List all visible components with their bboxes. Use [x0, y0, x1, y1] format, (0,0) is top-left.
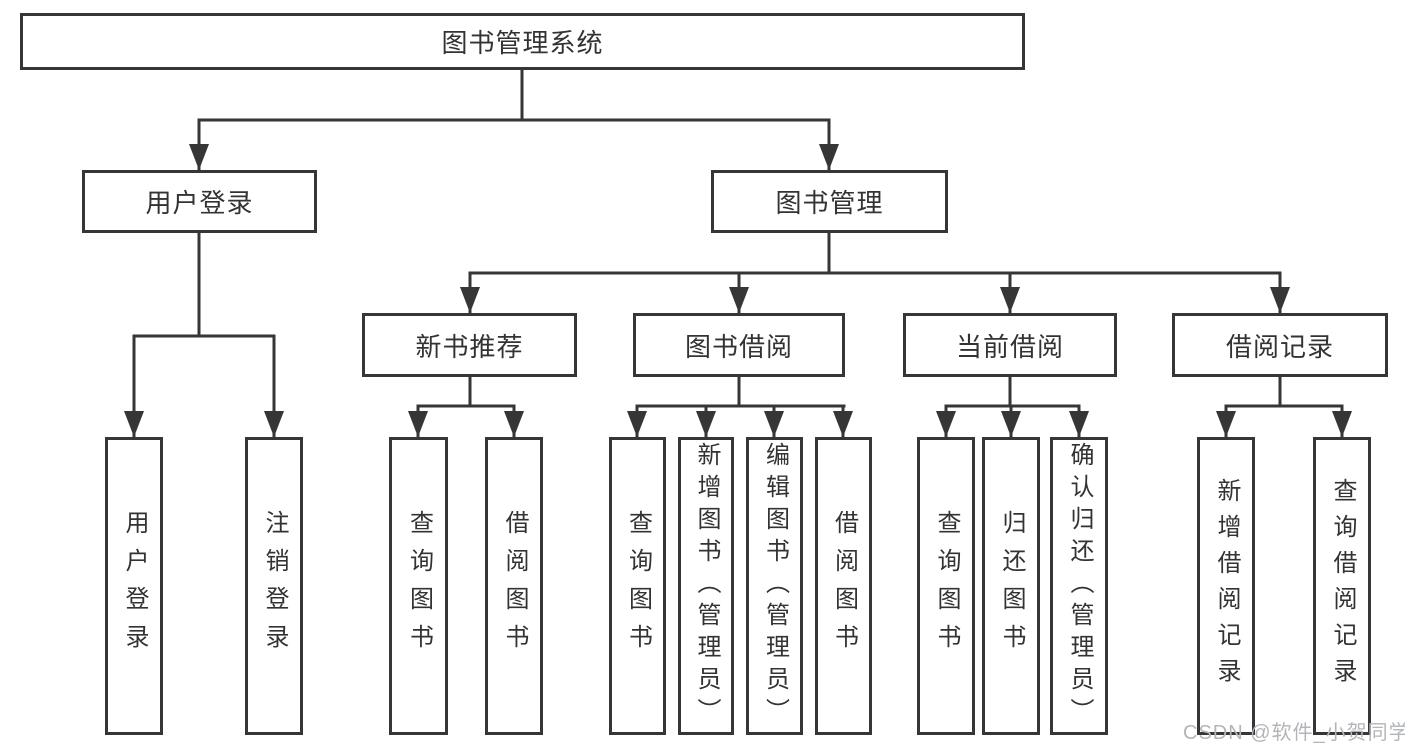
node-label: 查询图书 — [933, 510, 960, 662]
node-label: 图书管理系统 — [441, 28, 604, 58]
leaf-borrowing-edit-book-admin: 编辑图书（管理员） — [746, 437, 803, 735]
node-label: 图书借阅 — [684, 331, 793, 362]
node-label: 查询借阅记录 — [1329, 478, 1356, 694]
leaf-borrowing-borrow-book: 借阅图书 — [815, 437, 872, 735]
node-new-book-recommend: 新书推荐 — [362, 313, 577, 377]
node-label: 新增借阅记录 — [1213, 478, 1240, 694]
node-label: 借阅图书 — [830, 510, 858, 662]
leaf-borrowing-query-book: 查询图书 — [609, 437, 666, 735]
node-label: 借阅记录 — [1225, 331, 1334, 362]
node-label: 注销登录 — [261, 510, 288, 662]
leaf-user-login: 用户登录 — [105, 437, 163, 735]
node-label: 用户登录 — [121, 510, 148, 662]
node-book-borrowing: 图书借阅 — [633, 313, 845, 377]
node-book-management: 图书管理 — [711, 170, 948, 233]
connector-arrows — [124, 120, 1352, 437]
leaf-records-add-record: 新增借阅记录 — [1197, 437, 1255, 735]
leaf-records-query-record: 查询借阅记录 — [1313, 437, 1371, 735]
node-label: 图书管理 — [775, 188, 884, 218]
node-label: 确认归还（管理员） — [1066, 442, 1093, 730]
node-label: 查询图书 — [405, 510, 433, 662]
node-borrowing-records: 借阅记录 — [1172, 313, 1388, 377]
leaf-current-return-book: 归还图书 — [982, 437, 1040, 735]
node-label: 编辑图书（管理员） — [761, 442, 789, 730]
watermark: CSDN @软件_小贺同学 — [1183, 722, 1405, 744]
leaf-current-confirm-return-admin: 确认归还（管理员） — [1050, 437, 1108, 735]
node-label: 新书推荐 — [415, 331, 524, 362]
node-user-login: 用户登录 — [82, 170, 317, 233]
node-label: 归还图书 — [998, 510, 1025, 662]
node-label: 当前借阅 — [955, 331, 1064, 362]
node-label: 用户登录 — [145, 188, 254, 218]
node-current-borrowing: 当前借阅 — [903, 313, 1117, 377]
node-label: 借阅图书 — [501, 510, 528, 662]
leaf-recommend-query-book: 查询图书 — [389, 437, 448, 735]
leaf-logout-login: 注销登录 — [245, 437, 303, 735]
node-label: 查询图书 — [624, 510, 652, 662]
leaf-current-query-book: 查询图书 — [917, 437, 975, 735]
node-root: 图书管理系统 — [20, 13, 1025, 70]
leaf-borrowing-add-book-admin: 新增图书（管理员） — [678, 437, 734, 735]
leaf-recommend-borrow-book: 借阅图书 — [485, 437, 543, 735]
node-label: 新增图书（管理员） — [693, 442, 720, 730]
